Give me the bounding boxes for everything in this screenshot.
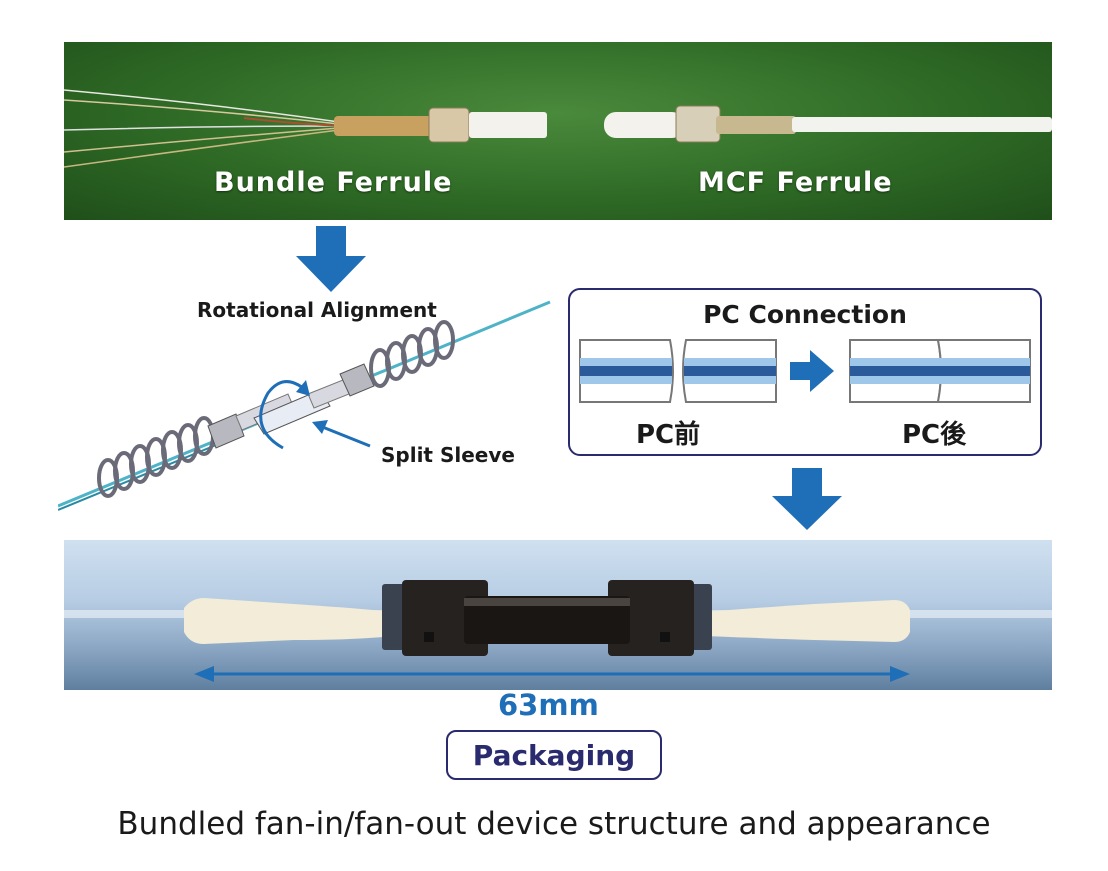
pc-connection-title: PC Connection [703, 300, 907, 329]
right-ferrule-part [307, 363, 375, 409]
sleeve-pointer [319, 424, 371, 448]
packaging-label: Packaging [472, 738, 636, 772]
bundle-ferrule [334, 107, 547, 143]
down-arrow-2 [772, 468, 842, 530]
bundle-ferrule-label: Bundle Ferrule [214, 167, 453, 198]
ferrule-photo-art [64, 89, 1052, 168]
pc-after-ferrules [849, 339, 1031, 403]
right-boot [704, 600, 910, 642]
right-spring [369, 320, 455, 388]
packaged-device-photo [64, 540, 1052, 690]
dimension-label: 63mm [498, 688, 599, 722]
housing [382, 580, 712, 656]
rotation-arrow [259, 380, 304, 450]
pc-after-label: PC後 [902, 420, 967, 450]
left-ferrule-part [207, 393, 295, 449]
dimension-arrow [194, 666, 910, 682]
split-sleeve-label: Split Sleeve [381, 443, 515, 467]
pc-connection-panel: PC Connection PC前 PC後 [568, 288, 1042, 456]
left-spring [97, 416, 215, 498]
packaged-device-art [64, 580, 1052, 682]
alignment-illustration [58, 300, 551, 511]
pc-before-label: PC前 [636, 420, 701, 450]
down-arrow-1 [296, 226, 366, 292]
pc-right-arrow [790, 350, 834, 392]
packaging-badge: Packaging [446, 730, 662, 780]
figure-caption: Bundled fan-in/fan-out device structure … [117, 806, 991, 842]
bundle-fibers [64, 89, 345, 168]
mcf-ferrule [604, 105, 1052, 143]
rotational-alignment-label: Rotational Alignment [197, 298, 437, 322]
left-boot [184, 598, 394, 644]
mcf-ferrule-label: MCF Ferrule [698, 167, 893, 198]
pc-connection-diagram [579, 339, 1031, 403]
ferrule-photo: Bundle Ferrule MCF Ferrule [64, 42, 1052, 220]
pc-before-ferrules [579, 339, 777, 403]
